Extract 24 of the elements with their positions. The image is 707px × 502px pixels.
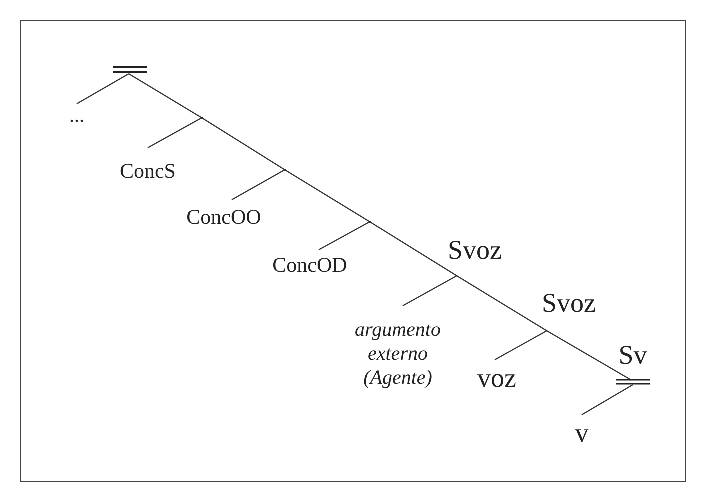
- tree-branch-line: [232, 169, 286, 201]
- tree-branch-line: [582, 384, 634, 416]
- tree-branch-line: [148, 117, 202, 149]
- tree-branch-line: [456, 275, 548, 332]
- tree-node-label: voz: [470, 360, 524, 396]
- tree-branch-line: [284, 169, 370, 223]
- tree-node-label: ConcS: [114, 148, 182, 182]
- tree-node-label: v: [565, 415, 599, 449]
- tree-node-label: Svoz: [440, 236, 502, 276]
- tree-branch-line: [318, 221, 370, 251]
- tree-node-label: Sv: [618, 341, 648, 370]
- tree-branch-line: [546, 330, 632, 381]
- tree-node-label: ...: [60, 104, 94, 126]
- tree-branch-line: [202, 118, 286, 170]
- tree-node-label: argumento externo (Agente): [343, 306, 453, 388]
- tree-root-node: [113, 66, 147, 74]
- tree-node-label: ConcOO: [180, 200, 268, 232]
- tree-node-label: ConcOD: [272, 250, 348, 280]
- tree-branch-line: [494, 330, 548, 361]
- tree-node-label: Svoz: [530, 289, 596, 331]
- tree-branch-line: [402, 275, 458, 307]
- tree-branch-line: [76, 73, 130, 105]
- tree-branch-line: [128, 73, 202, 119]
- tree-branch-line: [370, 222, 458, 276]
